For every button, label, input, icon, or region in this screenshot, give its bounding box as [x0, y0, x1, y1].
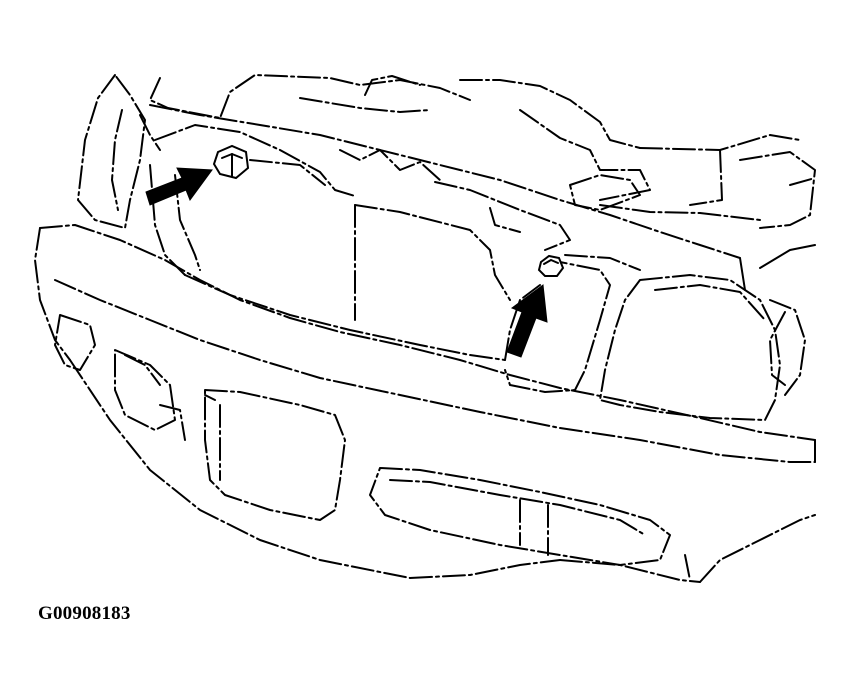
left-headlamp	[77, 74, 161, 229]
engine-compartment-outline	[149, 74, 816, 229]
bumper-left-openings	[54, 314, 186, 441]
right-headlamp	[599, 244, 816, 421]
arrow-left-bolt	[145, 167, 213, 206]
lower-air-intake	[369, 467, 671, 566]
arrow-right-bolt	[506, 284, 548, 358]
grille-opening	[184, 274, 541, 361]
grille-surround	[149, 104, 741, 276]
bumper-upper-edge	[34, 224, 816, 463]
left-bolt	[212, 144, 250, 180]
plate-bracket	[354, 204, 511, 321]
bumper-center-opening	[204, 389, 346, 521]
right-grille-insert	[504, 254, 641, 393]
figure-code-label: G00908183	[38, 603, 131, 624]
right-bolt	[537, 254, 565, 277]
bumper-lower-face	[69, 359, 816, 583]
